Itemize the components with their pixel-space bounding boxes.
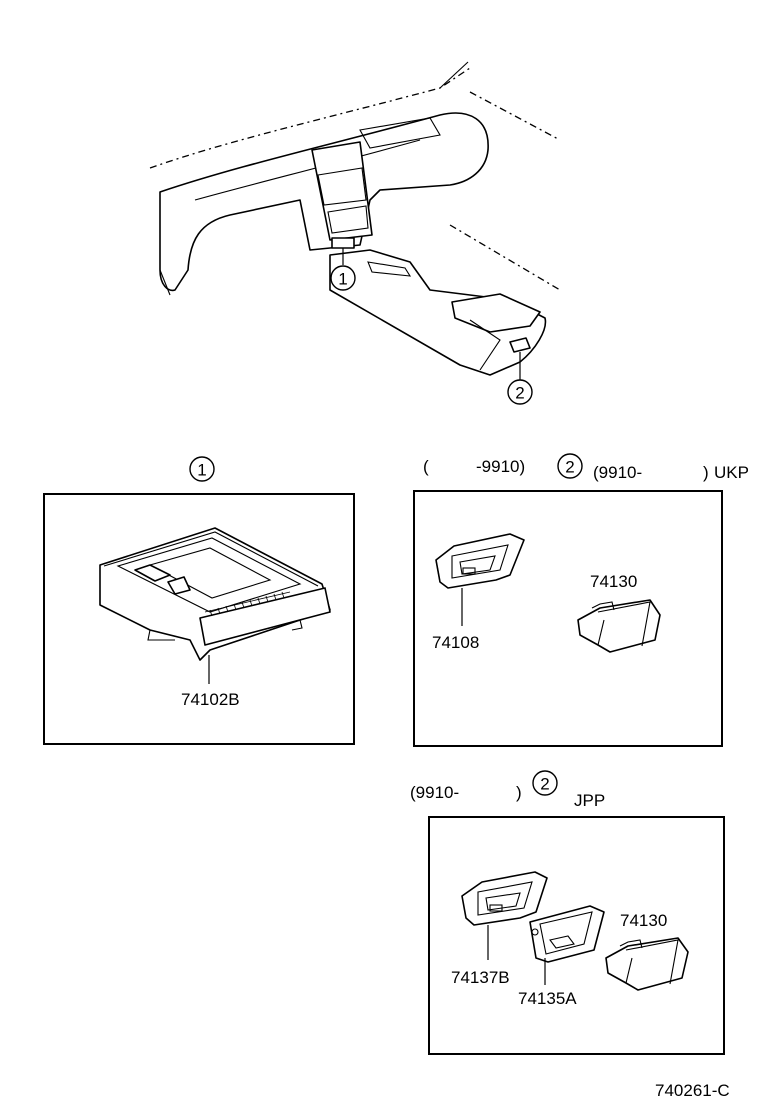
section-1-frame xyxy=(43,493,355,745)
callout-number: 1 xyxy=(338,270,347,289)
range-close-paren: ) xyxy=(516,783,522,802)
range-end-value: -9910) xyxy=(476,457,525,476)
section-1-header: 1 xyxy=(189,456,215,482)
part-number: 74137B xyxy=(451,968,510,987)
part-label-74137B: 74137B xyxy=(451,925,510,987)
part-label-74135A: 74135A xyxy=(518,958,577,1008)
part-number-74130-jpp: 74130 xyxy=(620,911,667,930)
tray-74102B-illustration xyxy=(99,527,331,661)
bezel-74137B-illustration xyxy=(461,871,548,926)
bezel-74108-illustration xyxy=(435,533,525,589)
range-start-value: (9910- xyxy=(593,463,642,482)
plate-74135A-illustration xyxy=(529,905,605,963)
part-label-74108: 74108 xyxy=(432,588,479,652)
part-label-74102B: 74102B xyxy=(181,655,240,709)
callout-number: 2 xyxy=(515,384,524,403)
overview-callout-2: 2 xyxy=(507,352,533,405)
section-ukp-header: ( -9910) 2 (9910- ) UKP xyxy=(423,453,749,482)
section-jpp-header: (9910- ) 2 JPP xyxy=(410,770,605,810)
part-number: 74102B xyxy=(181,690,240,709)
market-code: JPP xyxy=(574,791,605,810)
section-ukp-frame xyxy=(413,490,723,747)
part-number-74130: 74130 xyxy=(590,572,637,591)
market-code: UKP xyxy=(714,463,749,482)
ashtray-74130-illustration xyxy=(577,599,661,653)
callout-number: 2 xyxy=(540,775,549,794)
diagram-id: 740261-C xyxy=(655,1081,730,1100)
part-number: 74108 xyxy=(432,633,479,652)
dashboard-overview-illustration xyxy=(149,61,561,376)
callout-number: 2 xyxy=(565,458,574,477)
overview-callout-1: 1 xyxy=(330,248,356,291)
section-jpp-frame xyxy=(428,816,725,1055)
callout-number: 1 xyxy=(197,461,206,480)
range-open-paren: ( xyxy=(423,457,429,476)
ashtray-74130-jpp-illustration xyxy=(605,937,689,991)
range-start-value: (9910- xyxy=(410,783,459,802)
part-number: 74135A xyxy=(518,989,577,1008)
range-close-paren: ) xyxy=(703,463,709,482)
